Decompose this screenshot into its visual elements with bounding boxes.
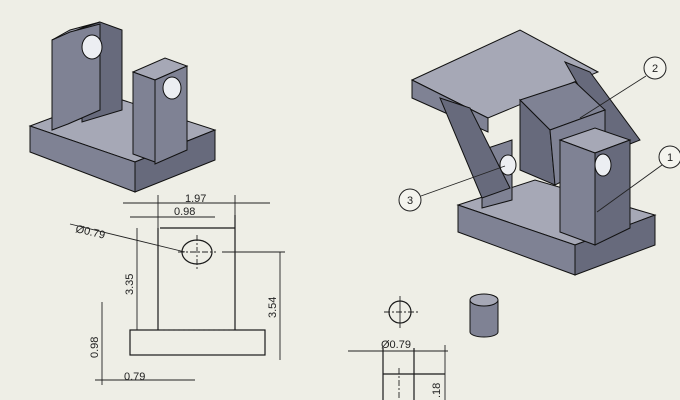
pin-isometric	[469, 293, 499, 338]
dim-inner-width: 0.98	[174, 206, 195, 218]
balloon-1: 1	[596, 145, 680, 213]
dim-overall-width: 1.97	[185, 193, 206, 205]
svg-text:3: 3	[407, 195, 413, 207]
svg-text:2: 2	[652, 63, 658, 75]
bracket-front-view: 1.97 0.98 Ø0.79 3.35 3.54 0.98 0.79	[69, 193, 285, 385]
dim-pin-diameter: Ø0.79	[381, 339, 411, 351]
bracket-isometric	[28, 21, 217, 193]
svg-text:1: 1	[667, 152, 673, 164]
balloon-2: 2	[579, 56, 667, 119]
dim-offset-width: 0.79	[124, 371, 145, 383]
balloon-3: 3	[398, 165, 506, 212]
pin-front-view: Ø0.79 .18	[348, 339, 448, 400]
dim-pin-length: .18	[431, 383, 443, 398]
dim-hole-diameter: Ø0.79	[74, 223, 106, 241]
dim-hole-height-right: 3.54	[267, 297, 279, 318]
pin-top-view	[384, 296, 420, 328]
assembly-isometric	[410, 29, 657, 276]
dim-hole-height-left: 3.35	[124, 274, 136, 295]
dim-base-height: 0.98	[89, 337, 101, 358]
